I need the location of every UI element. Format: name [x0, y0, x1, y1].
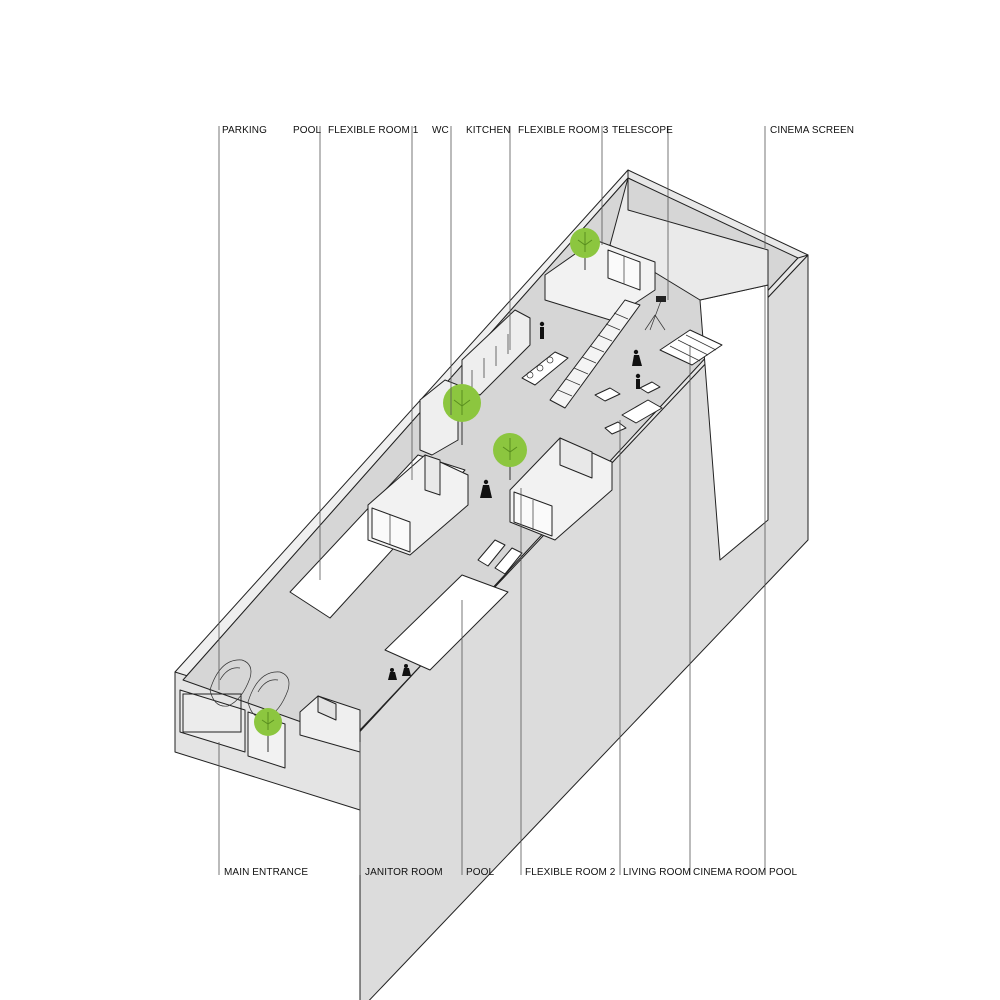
label-flexible-room-2: FLEXIBLE ROOM 2: [525, 867, 616, 878]
top-labels: PARKING POOL FLEXIBLE ROOM 1 WC KITCHEN …: [222, 125, 854, 136]
leader-lines: [218, 126, 766, 875]
tree-icon: [570, 228, 600, 270]
label-cinema-room: CINEMA ROOM: [693, 867, 766, 878]
garage-door-frame: [182, 693, 242, 733]
staircase: [549, 299, 641, 409]
person-icon: [388, 668, 397, 680]
car-icon: [209, 659, 252, 707]
dining-table: [521, 351, 569, 386]
telescope-icon: [644, 296, 666, 331]
sun-loungers: [477, 539, 523, 575]
tree-icon: [443, 384, 481, 445]
trees: [254, 228, 600, 752]
cinema-seats: [659, 329, 723, 366]
label-main-entrance: MAIN ENTRANCE: [224, 867, 308, 878]
label-telescope: TELESCOPE: [612, 125, 673, 136]
janitor-room: [299, 695, 361, 753]
label-pool-top: POOL: [293, 125, 322, 136]
people: [388, 321, 642, 680]
label-cinema-screen: CINEMA SCREEN: [770, 125, 854, 136]
label-kitchen: KITCHEN: [466, 125, 511, 136]
person-icon: [402, 664, 411, 676]
living-furniture: [594, 381, 663, 435]
bottom-labels: MAIN ENTRANCE JANITOR ROOM POOL FLEXIBLE…: [224, 867, 798, 878]
label-wc: WC: [432, 125, 449, 136]
label-janitor-room: JANITOR ROOM: [365, 867, 443, 878]
label-parking: PARKING: [222, 125, 267, 136]
pool-front: [384, 574, 509, 671]
label-pool-bottom: POOL: [466, 867, 495, 878]
person-icon: [632, 349, 642, 366]
label-flexible-room-3: FLEXIBLE ROOM 3: [518, 125, 609, 136]
person-icon: [635, 373, 641, 389]
flexible-room-2-box: [509, 437, 613, 541]
tree-icon: [254, 708, 282, 752]
label-pool-right: POOL: [769, 867, 798, 878]
person-icon: [539, 321, 545, 339]
label-flexible-room-1: FLEXIBLE ROOM 1: [328, 125, 419, 136]
label-living-room: LIVING ROOM: [623, 867, 691, 878]
person-icon: [480, 479, 492, 498]
tree-icon: [493, 433, 527, 480]
flexible-room-1-box: [367, 454, 469, 556]
